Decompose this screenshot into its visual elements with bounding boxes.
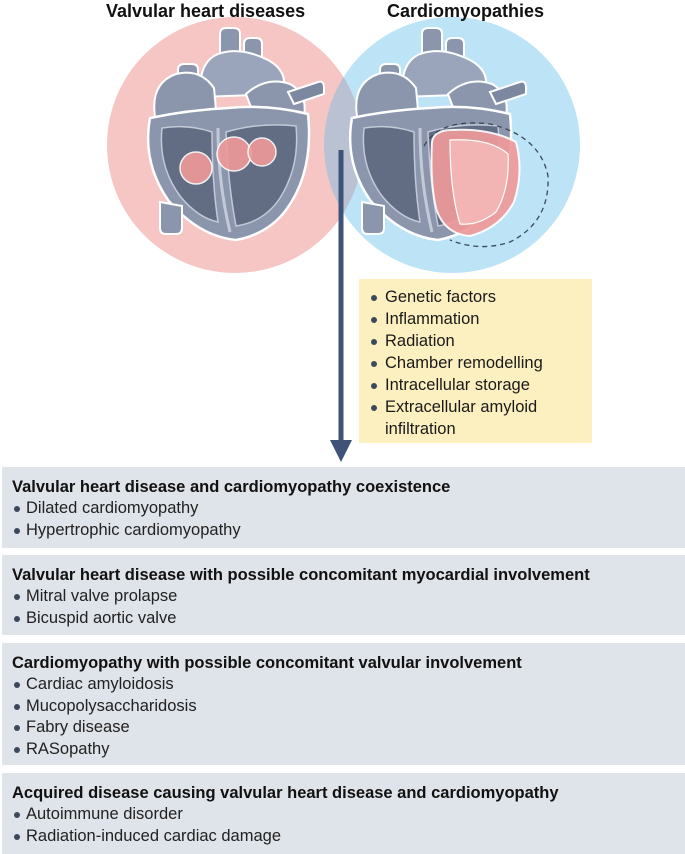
factor-item: Radiation: [371, 330, 586, 352]
factor-item: Intracellular storage: [371, 374, 586, 396]
title-cardiomyopathies: Cardiomyopathies: [387, 1, 545, 21]
category-title: Valvular heart disease and cardiomyopath…: [12, 478, 451, 496]
category-item: Cardiac amyloidosis: [12, 674, 675, 696]
right-heart-illustration: [348, 26, 549, 248]
valve-highlight: [247, 137, 277, 167]
flow-arrow-head: [330, 440, 352, 462]
category-item: Hypertrophic cardiomyopathy: [12, 520, 675, 542]
category-item: Mucopolysaccharidosis: [12, 696, 675, 718]
left-heart-illustration: [146, 26, 326, 242]
category-item: Autoimmune disorder: [12, 804, 675, 826]
factor-item: Inflammation: [371, 308, 586, 330]
category-item: Radiation-induced cardiac damage: [12, 826, 675, 848]
category-box-acquired-disease: Acquired disease causing valvular heart …: [2, 773, 685, 854]
valve-highlight: [216, 136, 252, 172]
factors-box: Genetic factors Inflammation Radiation C…: [359, 279, 592, 443]
category-box-myocardial-involvement: Valvular heart disease with possible con…: [2, 555, 685, 635]
factor-item: Chamber remodelling: [371, 352, 586, 374]
dilation-outline: [423, 122, 549, 248]
category-item: Mitral valve prolapse: [12, 586, 675, 608]
factor-item: Extracellular amyloid infiltration: [371, 396, 586, 440]
category-title: Acquired disease causing valvular heart …: [12, 784, 559, 802]
category-title: Valvular heart disease with possible con…: [12, 566, 590, 584]
chamber-outline: [449, 139, 509, 225]
category-title: Cardiomyopathy with possible concomitant…: [12, 654, 522, 672]
title-valvular-heart-diseases: Valvular heart diseases: [106, 1, 306, 21]
category-item: Fabry disease: [12, 717, 675, 739]
category-box-valvular-involvement: Cardiomyopathy with possible concomitant…: [2, 643, 685, 765]
valve-highlight: [179, 151, 213, 185]
category-item: Bicuspid aortic valve: [12, 608, 675, 630]
category-box-coexistence: Valvular heart disease and cardiomyopath…: [2, 467, 685, 548]
category-item: Dilated cardiomyopathy: [12, 498, 675, 520]
factor-item: Genetic factors: [371, 286, 586, 308]
category-item: RASopathy: [12, 739, 675, 761]
